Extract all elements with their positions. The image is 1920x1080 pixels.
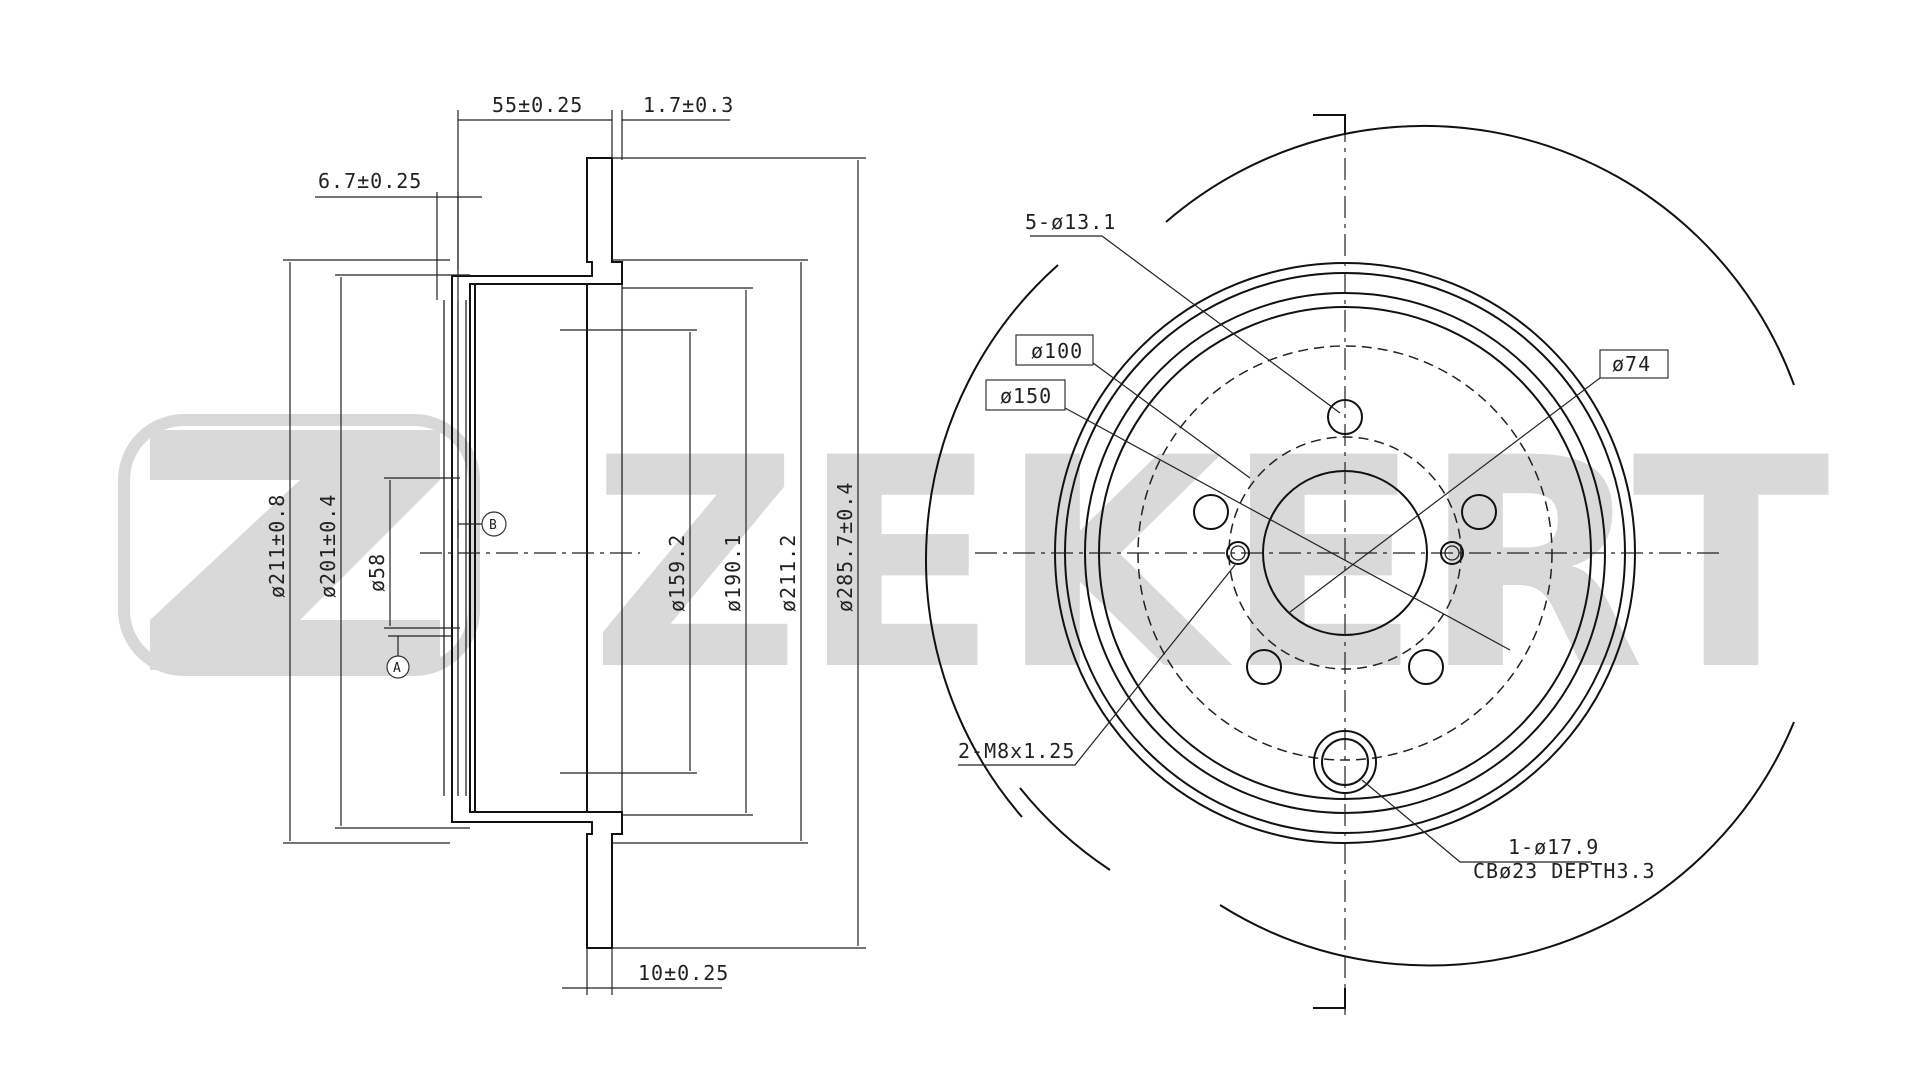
side-section-view: 55±0.25 1.7±0.3 6.7±0.25 10±0.25 ø211±0.… bbox=[265, 93, 866, 995]
box-center-74 bbox=[1599, 349, 1669, 379]
bolt-hole-4 bbox=[1246, 649, 1282, 685]
bolt-hole-2 bbox=[1461, 494, 1497, 530]
box-pcd-100 bbox=[1015, 334, 1094, 366]
bolt-hole-3 bbox=[1408, 649, 1444, 685]
thread-hole-right-inner bbox=[1444, 545, 1460, 561]
label-cb-hole-2: CBø23 DEPTH3.3 bbox=[1473, 859, 1656, 883]
thread-hole-left bbox=[1226, 541, 1250, 565]
label-cb-hole-1: 1-ø17.9 bbox=[1508, 835, 1599, 859]
outer-arc-bottom-left bbox=[1019, 787, 1111, 871]
dim-offset-label: 55±0.25 bbox=[492, 93, 583, 117]
thread-hole-left-inner bbox=[1230, 545, 1246, 561]
datum-a-tag bbox=[386, 655, 410, 679]
front-view: 5-ø13.1 ø100 ø150 ø74 2-M8x1.25 1-ø17.9 … bbox=[925, 114, 1795, 1015]
label-center-74: ø74 bbox=[1612, 352, 1651, 376]
thread-hole-right bbox=[1440, 541, 1464, 565]
watermark-z-mark bbox=[150, 430, 440, 670]
label-pcd-150: ø150 bbox=[1000, 384, 1052, 408]
label-threads: 2-M8x1.25 bbox=[958, 739, 1075, 763]
section-mark-top bbox=[1313, 114, 1346, 135]
leader-pcd-100 bbox=[1092, 362, 1251, 479]
dim-285-label: ø285.7±0.4 bbox=[833, 482, 857, 612]
section-mark-bottom bbox=[1313, 988, 1346, 1009]
outer-arc-left bbox=[925, 264, 1059, 818]
datum-a-label: A bbox=[393, 661, 401, 676]
dim-thickness-label: 10±0.25 bbox=[638, 961, 729, 985]
datum-b-label: B bbox=[489, 518, 497, 533]
cb-hole-outer bbox=[1313, 730, 1377, 794]
datum-b-tag bbox=[481, 511, 507, 537]
leader-bolt-holes bbox=[1030, 235, 1341, 414]
leader-cb-hole bbox=[1361, 779, 1592, 863]
dim-step-label: 1.7±0.3 bbox=[643, 93, 734, 117]
dim-58-label: ø58 bbox=[365, 553, 389, 592]
leader-center-74 bbox=[1289, 377, 1601, 613]
box-pcd-150 bbox=[985, 379, 1066, 411]
dim-190-label: ø190.1 bbox=[721, 534, 745, 612]
label-pcd-100: ø100 bbox=[1031, 339, 1083, 363]
outer-arc-bottom-right bbox=[1219, 721, 1795, 967]
leader-threads bbox=[958, 564, 1236, 766]
dim-wall-label: 6.7±0.25 bbox=[318, 169, 422, 193]
label-bolt-holes: 5-ø13.1 bbox=[1025, 210, 1116, 234]
leader-pcd-150 bbox=[1064, 407, 1511, 651]
dim-211-hat-label: ø211±0.8 bbox=[265, 494, 289, 598]
bolt-hole-1 bbox=[1327, 399, 1363, 435]
outer-arc-top bbox=[1165, 124, 1795, 386]
dim-201-label: ø201±0.4 bbox=[316, 494, 340, 598]
dim-211-2-label: ø211.2 bbox=[776, 534, 800, 612]
cb-hole-inner bbox=[1321, 738, 1369, 786]
bolt-hole-5 bbox=[1193, 494, 1229, 530]
dim-159-label: ø159.2 bbox=[665, 534, 689, 612]
